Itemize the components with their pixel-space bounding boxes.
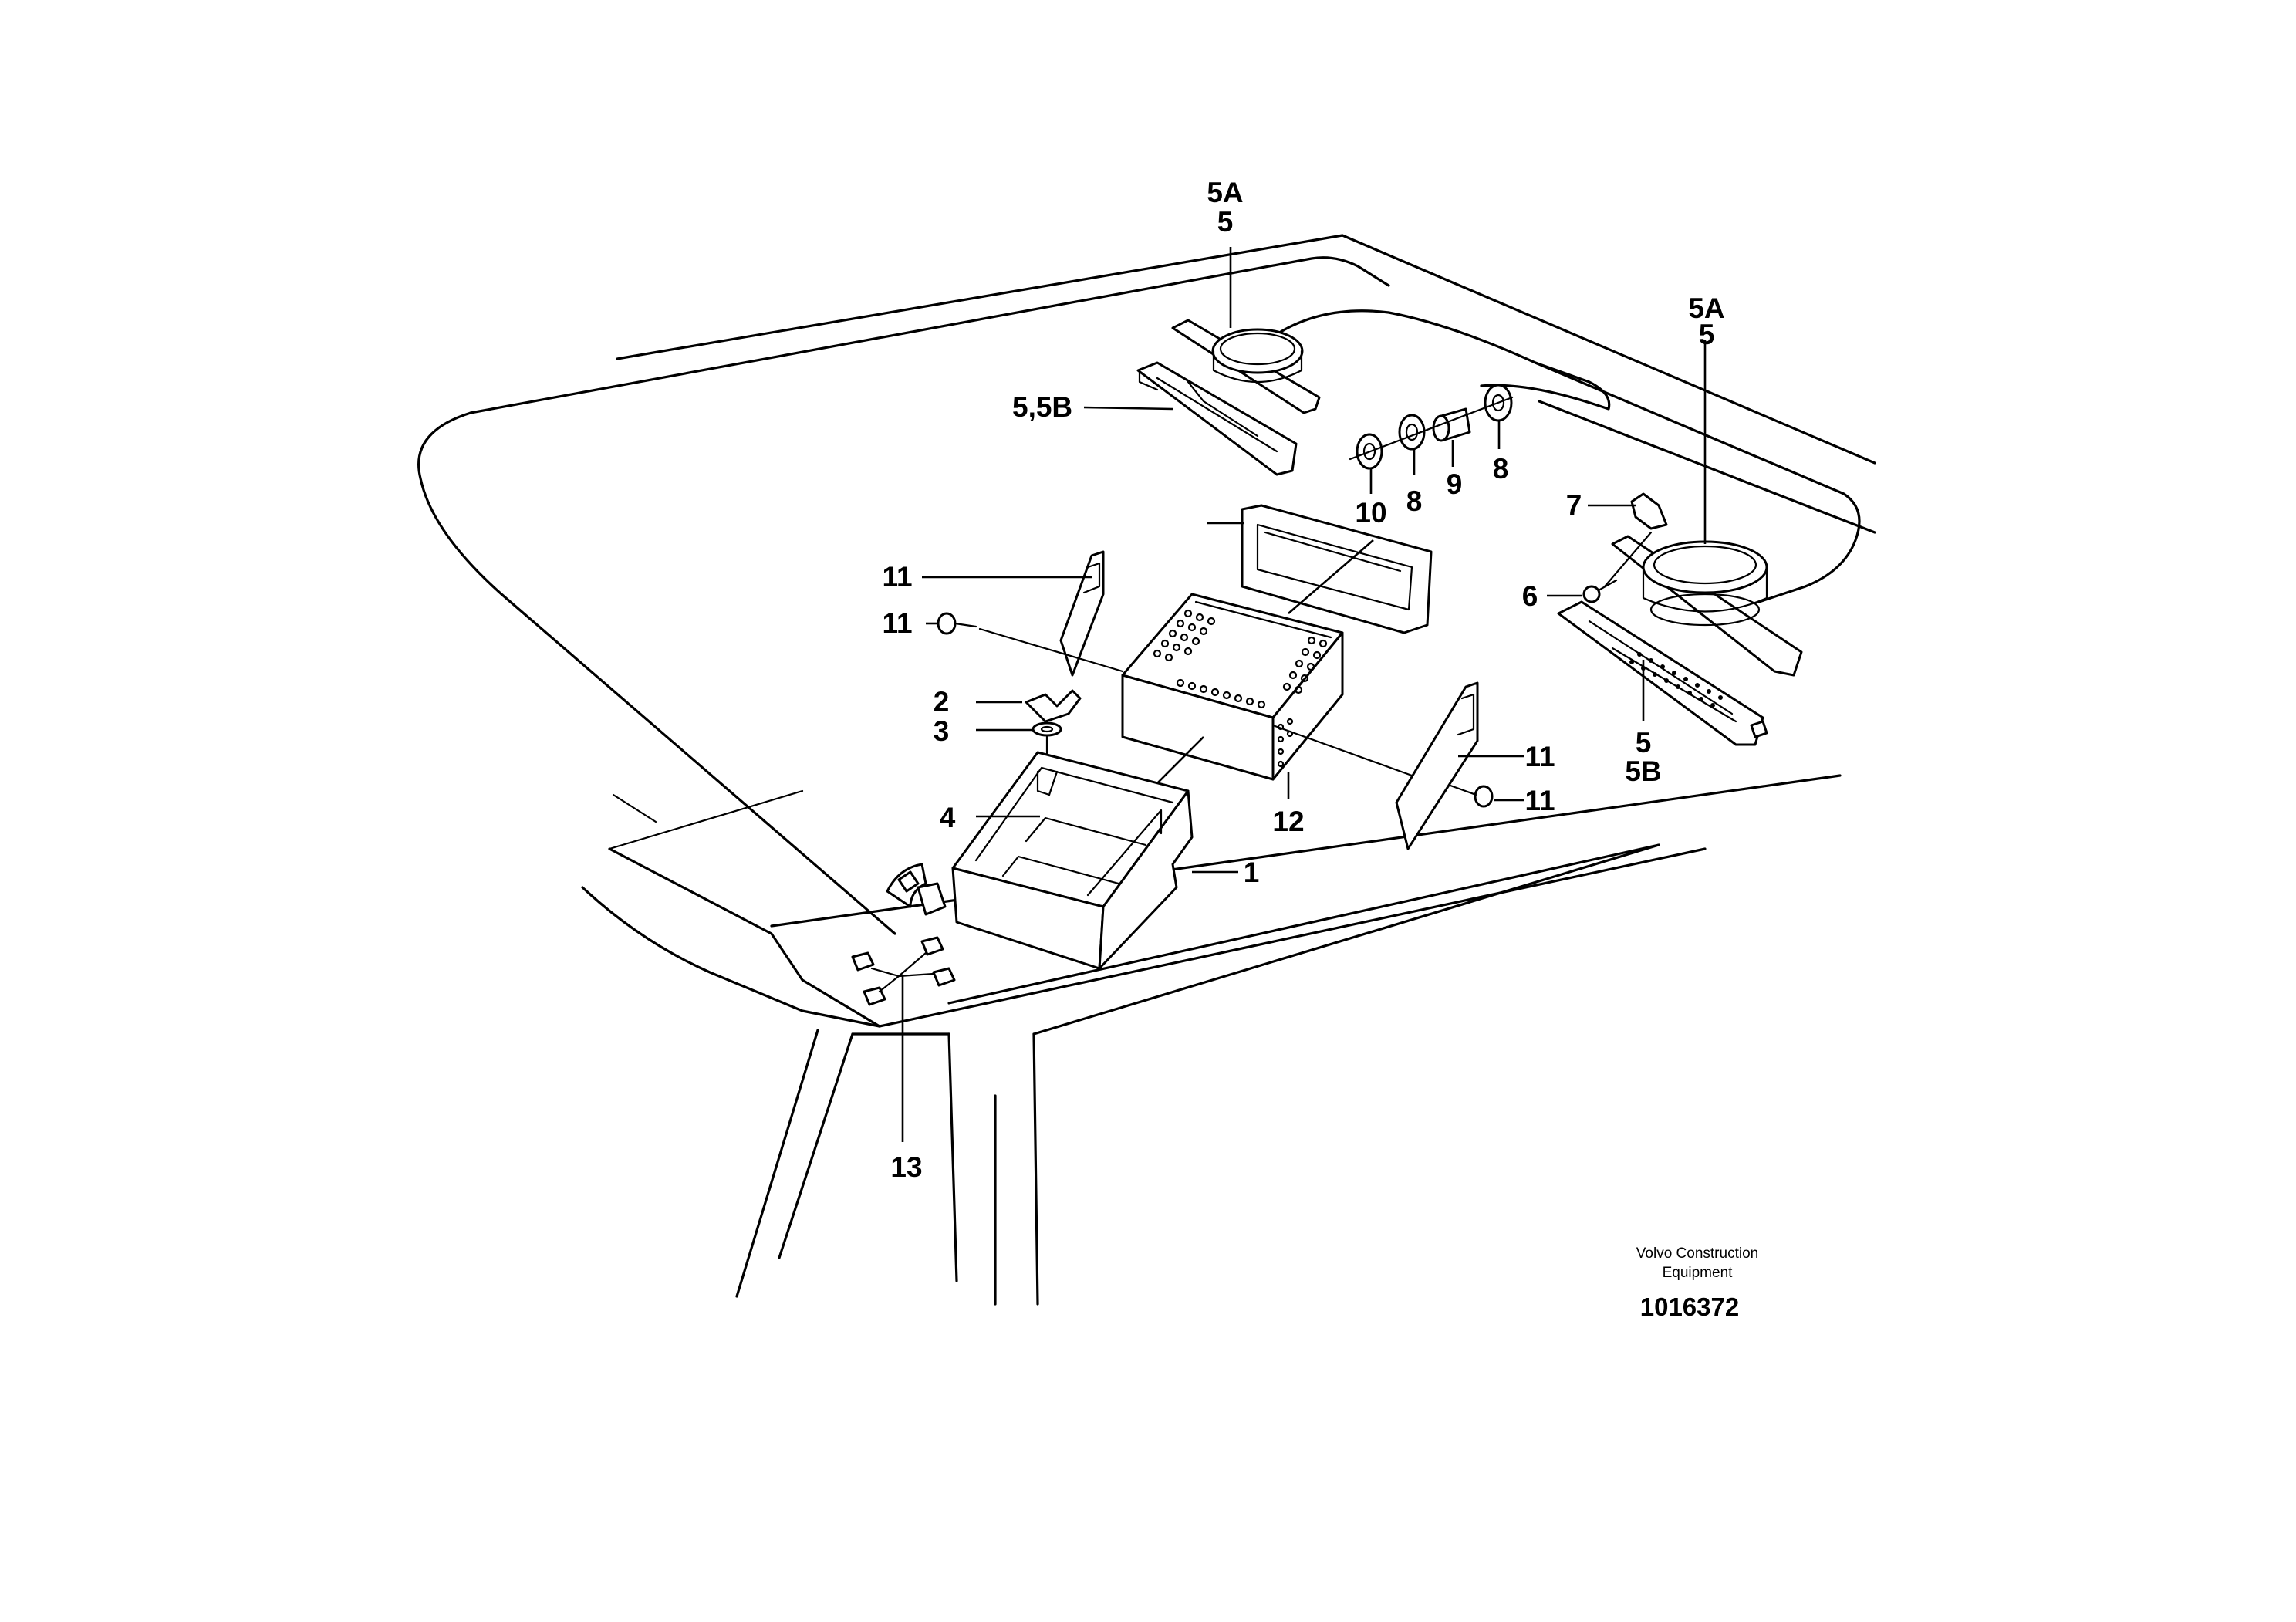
label-8-b: 8: [1493, 453, 1509, 485]
label-7: 7: [1566, 489, 1582, 521]
axis-line-small-parts: [1349, 396, 1514, 461]
label-5a-right: 5A: [1688, 292, 1724, 324]
trim-frame: [1241, 504, 1433, 634]
side-bracket-right: [1395, 681, 1479, 850]
cab-roof-outline: [417, 234, 1876, 1306]
screw-6: [1582, 579, 1618, 603]
leader-lines: [901, 247, 1707, 1142]
grille-right: [1557, 600, 1768, 746]
radio-12: [1121, 593, 1344, 781]
wiring-harness-13: [851, 936, 956, 1006]
label-1: 1: [1244, 857, 1260, 888]
axis-line-left-bracket: [978, 627, 1124, 673]
footer-block: Volvo Construction Equipment 1016372: [1636, 1245, 1758, 1321]
connector-left-body: [886, 863, 947, 916]
axis-line-right-bracket: [1271, 724, 1413, 777]
label-11-d: 11: [1524, 785, 1555, 816]
washer-3: [1032, 721, 1062, 737]
callout-labels: 5A 5 5,5B 5A 5 10 8 9 8 7 6 5 5B 11 11 1…: [882, 177, 1724, 1183]
label-5-5b: 5,5B: [1012, 391, 1072, 423]
washer-8-a: [1398, 414, 1426, 451]
label-10: 10: [1355, 497, 1386, 529]
label-12: 12: [1272, 806, 1304, 837]
label-11-a: 11: [882, 561, 912, 593]
label-5a-left: 5A: [1207, 177, 1243, 208]
grille-left: [1136, 361, 1298, 476]
label-11-b: 11: [882, 607, 912, 639]
label-5-left: 5: [1217, 206, 1234, 238]
label-5-lower: 5: [1636, 727, 1652, 759]
screw-11-right: [1449, 784, 1494, 808]
label-4: 4: [940, 802, 956, 833]
company-name-line1: Volvo Construction: [1636, 1245, 1758, 1262]
label-6: 6: [1522, 580, 1538, 612]
label-9: 9: [1447, 468, 1463, 500]
screw-11-left: [937, 612, 977, 635]
label-5b-lower: 5B: [1625, 755, 1661, 787]
label-11-c: 11: [1524, 741, 1555, 772]
label-5-right: 5: [1699, 319, 1715, 350]
axis-line-clip: [1603, 531, 1653, 588]
side-bracket-left: [1059, 550, 1105, 677]
label-13: 13: [890, 1151, 922, 1183]
label-2: 2: [934, 686, 950, 718]
label-8-a: 8: [1406, 485, 1423, 517]
mounting-box-1: [951, 751, 1194, 970]
speaker-left: [1171, 319, 1321, 414]
wing-nut-2: [1025, 689, 1082, 723]
label-3: 3: [934, 715, 950, 747]
company-name-line2: Equipment: [1663, 1265, 1734, 1281]
drawing-number: 1016372: [1640, 1293, 1739, 1321]
speaker-right: [1611, 535, 1803, 677]
clip-7: [1630, 492, 1668, 530]
